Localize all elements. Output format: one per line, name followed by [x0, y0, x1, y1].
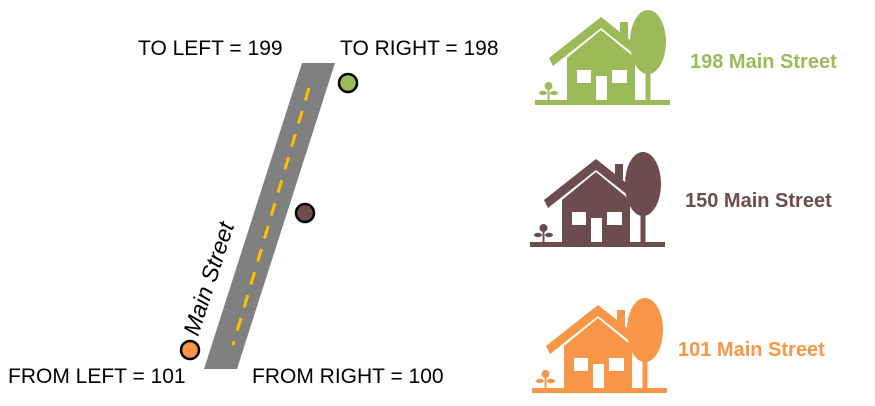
address-label-150: 150 Main Street: [685, 190, 832, 212]
address-point-150: [294, 202, 316, 224]
house-tree-icon: [530, 152, 665, 247]
road-centerline: [231, 87, 311, 346]
to-right-label: TO RIGHT = 198: [340, 37, 499, 60]
address-point-101: [179, 339, 201, 361]
address-label-101: 101 Main Street: [678, 339, 825, 361]
from-right-label: FROM RIGHT = 100: [252, 365, 444, 388]
house-tree-icon: [535, 10, 670, 105]
address-point-198: [337, 72, 359, 94]
road: [204, 63, 335, 369]
to-left-label: TO LEFT = 199: [138, 37, 283, 60]
house-tree-icon: [532, 298, 667, 393]
from-left-label: FROM LEFT = 101: [8, 365, 186, 388]
address-label-198: 198 Main Street: [690, 51, 837, 73]
